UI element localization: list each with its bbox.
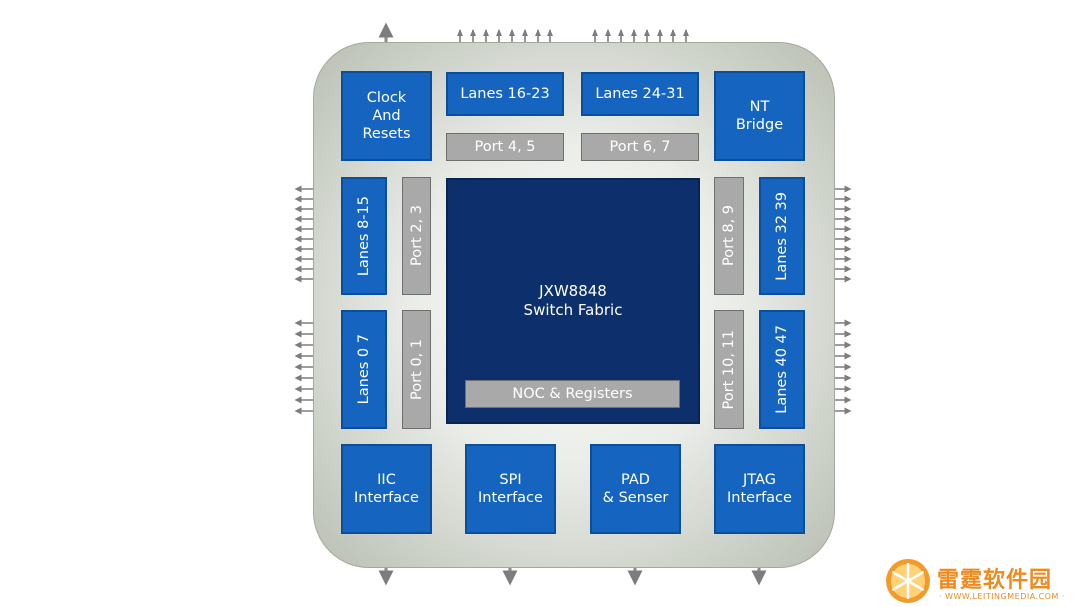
lanes-40-47-block: Lanes 40 47 <box>759 310 805 429</box>
pin-arrow-head <box>644 29 650 36</box>
port-10-11: Port 10, 11 <box>714 310 744 429</box>
watermark-name: 雷霆软件园 <box>937 568 1053 593</box>
pin-arrow-head <box>657 29 663 36</box>
port-2-3-label: Port 2, 3 <box>408 205 425 267</box>
spi-interface-block: SPI Interface <box>465 444 556 534</box>
port-6-7: Port 6, 7 <box>581 133 699 161</box>
pin-arrow-head <box>457 29 463 36</box>
pin-arrow-head <box>483 29 489 36</box>
lanes-24-31-block: Lanes 24-31 <box>581 72 699 116</box>
lanes-0-7-label: Lanes 0 7 <box>356 334 372 405</box>
lanes-8-15-label: Lanes 8-15 <box>356 195 372 277</box>
pin-arrow-head <box>631 29 637 36</box>
noc-and-registers: NOC & Registers <box>465 380 680 408</box>
pin-arrow-head <box>509 29 515 36</box>
nt-bridge-block: NT Bridge <box>714 71 805 161</box>
port-0-1-label: Port 0, 1 <box>408 338 425 401</box>
lanes-0-7-block: Lanes 0 7 <box>341 310 387 429</box>
pin-arrow-head <box>605 29 611 36</box>
pin-arrow-head <box>683 29 689 36</box>
port-8-9: Port 8, 9 <box>714 177 744 295</box>
lanes-32-39-block: Lanes 32 39 <box>759 177 805 295</box>
port-10-11-label: Port 10, 11 <box>721 329 737 410</box>
pin-arrow-head <box>522 29 528 36</box>
port-8-9-label: Port 8, 9 <box>721 205 737 267</box>
pin-arrow-head <box>535 29 541 36</box>
lanes-16-23-block: Lanes 16-23 <box>446 72 564 116</box>
port-2-3: Port 2, 3 <box>402 177 431 295</box>
pad-senser-block: PAD & Senser <box>590 444 681 534</box>
pin-arrow-head <box>670 29 676 36</box>
pin-arrow-head <box>547 29 553 36</box>
lanes-40-47-label: Lanes 40 47 <box>774 325 790 414</box>
lanes-8-15-block: Lanes 8-15 <box>341 177 387 295</box>
pin-arrow-head <box>496 29 502 36</box>
jtag-interface-block: JTAG Interface <box>714 444 805 534</box>
lanes-32-39-label: Lanes 32 39 <box>774 191 790 281</box>
port-0-1: Port 0, 1 <box>402 310 431 429</box>
pin-arrow-head <box>470 29 476 36</box>
iic-interface-block: IIC Interface <box>341 444 432 534</box>
orange-slice-icon <box>886 559 930 603</box>
pin-arrow-head <box>592 29 598 36</box>
watermark-url: · WWW.LEITINGMEDIA.COM · <box>939 592 1065 601</box>
port-4-5: Port 4, 5 <box>446 133 564 161</box>
pin-arrow-head <box>618 29 624 36</box>
clock-and-resets-block: Clock And Resets <box>341 71 432 161</box>
